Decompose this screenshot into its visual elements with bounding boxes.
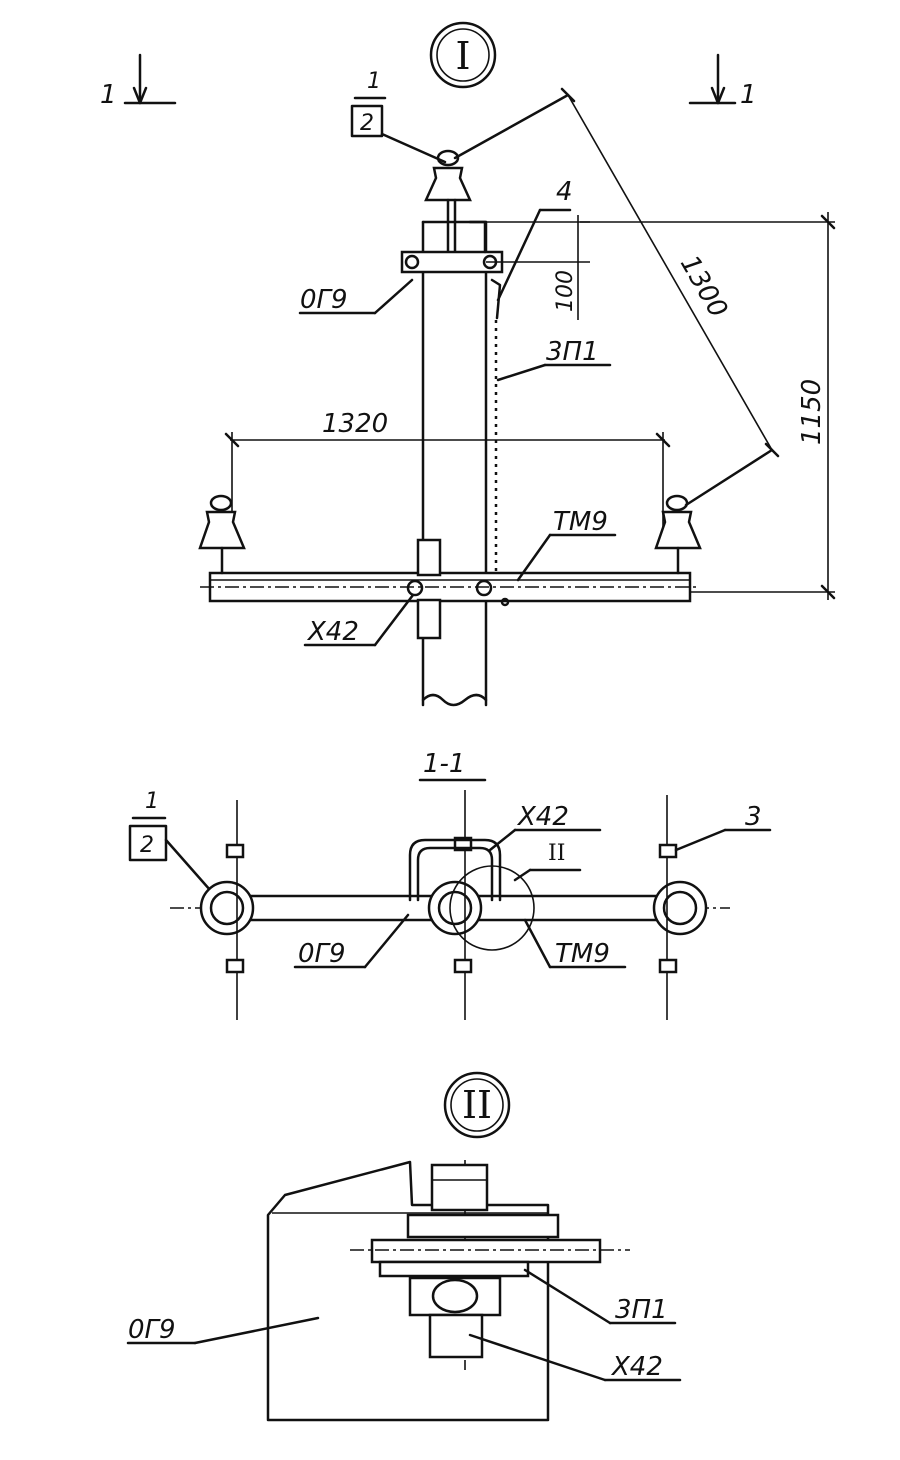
label-og9: 0Г9 bbox=[300, 285, 348, 315]
label-zp1: 3П1 bbox=[546, 337, 599, 367]
section-view: 1-1 1 2 Х42 3 II 0 bbox=[128, 749, 772, 1020]
label-tm9: ТМ9 bbox=[553, 507, 608, 537]
marker-label: II bbox=[462, 1083, 492, 1127]
section-label: 1 bbox=[100, 80, 117, 110]
section-arrow-left: 1 bbox=[100, 53, 177, 110]
position-number: 1 bbox=[145, 789, 159, 814]
detail-ii-callout bbox=[449, 865, 535, 951]
dimension-1300: 1300 bbox=[674, 251, 733, 323]
left-insulator bbox=[198, 494, 246, 575]
position-box: 2 bbox=[360, 111, 374, 136]
label-x42: Х42 bbox=[516, 802, 569, 832]
main-view: I 1 1 1 2 bbox=[100, 21, 836, 707]
right-insulator bbox=[654, 494, 702, 575]
position-box: 2 bbox=[140, 833, 154, 858]
detail-view: II 0Г9 3П1 Х42 bbox=[126, 1071, 682, 1422]
label-og9: 0Г9 bbox=[128, 1315, 176, 1345]
detail-reference: II bbox=[548, 841, 565, 866]
dimension-1150: 1150 bbox=[797, 379, 827, 445]
marker-label: I bbox=[455, 34, 470, 78]
section-title: 1-1 bbox=[423, 749, 465, 779]
label-tm9: ТМ9 bbox=[555, 939, 610, 969]
label-x42: Х42 bbox=[610, 1352, 663, 1382]
plate-og9 bbox=[266, 1160, 550, 1422]
section-label: 1 bbox=[740, 80, 757, 110]
dimension-100: 100 bbox=[553, 270, 578, 312]
position-number: 1 bbox=[367, 69, 381, 94]
label-og9: 0Г9 bbox=[298, 939, 346, 969]
position-number: 3 bbox=[745, 802, 762, 832]
label-zp1: 3П1 bbox=[615, 1295, 668, 1325]
view-marker-i: I bbox=[429, 21, 497, 89]
dimension-1320: 1320 bbox=[322, 409, 388, 439]
top-insulator bbox=[424, 149, 472, 262]
section-arrow-right: 1 bbox=[688, 53, 757, 110]
position-number: 4 bbox=[556, 177, 573, 207]
label-x42: Х42 bbox=[306, 617, 359, 647]
